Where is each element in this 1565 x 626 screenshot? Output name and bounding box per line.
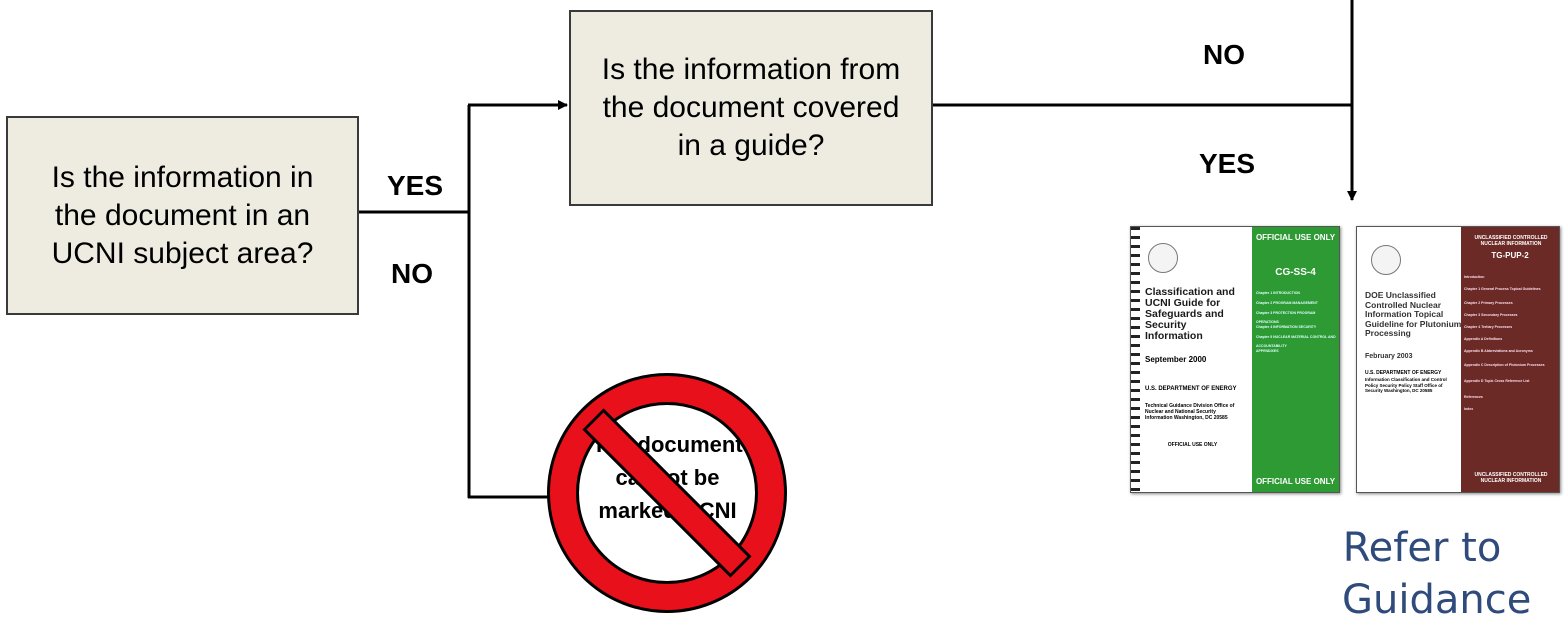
guide1-green-band: OFFICIAL USE ONLY CG-SS-4 Chapter 1 INTR… xyxy=(1252,227,1339,492)
guide1-toc-1: Chapter 1 INTRODUCTION xyxy=(1256,291,1300,295)
guide2-toc-11: Index xyxy=(1464,407,1474,411)
guide2-toc-10: References xyxy=(1464,395,1483,399)
label-no-2: NO xyxy=(1203,39,1245,70)
guide1-agency: U.S. DEPARTMENT OF ENERGY xyxy=(1145,386,1237,392)
binding-spiral xyxy=(1131,227,1140,492)
guide1-code: CG-SS-4 xyxy=(1275,267,1316,278)
guide2-toc-7: Appendix B Abbreviations and Acronyms xyxy=(1464,349,1533,353)
guide2-code: TG-PUP-2 xyxy=(1491,251,1529,260)
guide1-toc-2: Chapter 2 PROGRAM MANAGEMENT xyxy=(1256,301,1318,305)
guide1-toc-3: Chapter 3 PROTECTION PROGRAM OPERATIONS xyxy=(1256,311,1316,324)
guide2-date: February 2003 xyxy=(1365,353,1413,360)
guide1-bottom-banner: OFFICIAL USE ONLY xyxy=(1255,477,1336,486)
question-ucni-subject-area-text: Is the information in the document in an… xyxy=(51,160,314,270)
guide2-top-banner: UNCLASSIFIED CONTROLLED NUCLEAR INFORMAT… xyxy=(1474,235,1548,247)
question-covered-in-guide: Is the information from the document cov… xyxy=(569,10,933,206)
guide2-toc-6: Appendix A Definitions xyxy=(1464,337,1503,341)
guide2-bottom-banner: UNCLASSIFIED CONTROLLED NUCLEAR INFORMAT… xyxy=(1474,472,1548,484)
guide1-date: September 2000 xyxy=(1145,355,1207,364)
guide1-footer-notice: OFFICIAL USE ONLY xyxy=(1167,442,1218,448)
label-yes-1: YES xyxy=(387,170,444,201)
guide2-title: DOE Unclassified Controlled Nuclear Info… xyxy=(1365,290,1462,338)
guide2-toc-9: Appendix D Topic Cross Reference List xyxy=(1464,379,1530,383)
guide2-maroon-band: UNCLASSIFIED CONTROLLED NUCLEAR INFORMAT… xyxy=(1461,227,1559,492)
question-ucni-subject-area: Is the information in the document in an… xyxy=(6,116,359,315)
guide2-agency: U.S. DEPARTMENT OF ENERGY xyxy=(1365,370,1442,376)
guide2-toc-8: Appendix C Description of Plutonium Proc… xyxy=(1464,363,1545,367)
guide2-toc-1: Introduction xyxy=(1464,275,1485,279)
guide1-top-banner: OFFICIAL USE ONLY xyxy=(1255,233,1336,242)
guide2-toc-4: Chapter 3 Secondary Processes xyxy=(1464,313,1518,317)
guide1-division: Technical Guidance Division Office of Nu… xyxy=(1145,403,1235,421)
doe-seal-icon xyxy=(1148,243,1178,273)
guide2-toc-5: Chapter 4 Tertiary Processes xyxy=(1464,325,1513,329)
prohibition-icon xyxy=(547,373,787,613)
doe-seal-icon xyxy=(1371,245,1401,275)
label-no-1: NO xyxy=(391,258,433,289)
guide2-toc-2: Chapter 1 General Process Topical Guidel… xyxy=(1464,287,1541,291)
guide1-toc-5: Chapter 5 NUCLEAR MATERIAL CONTROL AND A… xyxy=(1256,335,1336,348)
cannot-mark-prohibition: The document cannot be marked UCNI xyxy=(545,373,790,613)
refer-to-guidance-label: Refer to Guidance xyxy=(1342,525,1532,623)
label-yes-2: YES xyxy=(1199,148,1256,179)
guide-cover-cg-ss-4: Classification and UCNI Guide for Safegu… xyxy=(1130,226,1340,493)
guide2-toc-3: Chapter 2 Primary Processes xyxy=(1464,301,1513,305)
guide1-toc-4: Chapter 4 INFORMATION SECURITY xyxy=(1256,325,1317,329)
guide1-title: Classification and UCNI Guide for Safegu… xyxy=(1145,286,1235,342)
guide2-division: Information Classification and Control P… xyxy=(1365,377,1447,393)
question-covered-in-guide-text: Is the information from the document cov… xyxy=(601,53,901,162)
guide-cover-tg-pup-2: DOE Unclassified Controlled Nuclear Info… xyxy=(1356,226,1560,493)
guide1-toc-6: APPENDIXES xyxy=(1256,349,1279,353)
